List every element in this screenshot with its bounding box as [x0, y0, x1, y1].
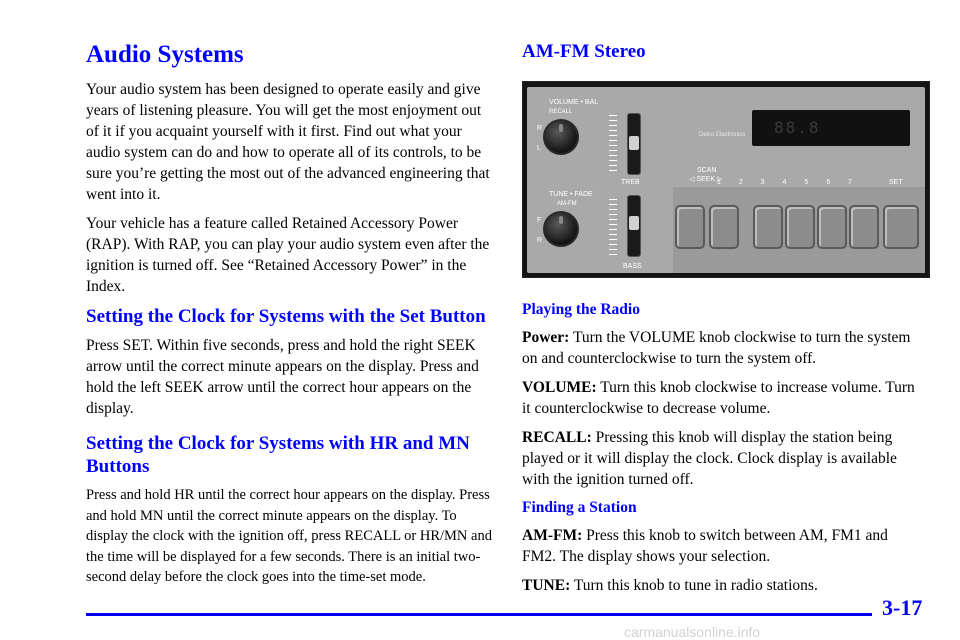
paragraph-tune: TUNE: Turn this knob to tune in radio st…	[522, 577, 818, 594]
radio-photo: VOLUME • BAL RECALL R L TREB TUNE • FADE…	[522, 81, 930, 278]
treble-scale	[609, 115, 617, 175]
section-title-am-fm-stereo: AM-FM Stereo	[522, 41, 646, 62]
balance-left-label: L	[537, 145, 541, 152]
term-power: Power:	[522, 329, 570, 346]
fade-front-label: F	[537, 217, 542, 224]
term-tune: TUNE:	[522, 577, 571, 594]
paragraph-volume: VOLUME: Turn this knob clockwise to incr…	[522, 379, 915, 417]
term-recall: RECALL:	[522, 429, 592, 446]
amfm-label: AM-FM	[557, 201, 577, 207]
term-volume: VOLUME:	[522, 379, 597, 396]
term-amfm: AM-FM:	[522, 527, 583, 544]
intro-paragraph-1: Your audio system has been designed to o…	[86, 81, 490, 203]
subsection-title-playing-radio: Playing the Radio	[522, 301, 640, 318]
seek-right-button	[709, 205, 739, 249]
radio-faceplate: VOLUME • BAL RECALL R L TREB TUNE • FADE…	[527, 87, 925, 273]
preset-button-2	[785, 205, 815, 249]
treble-label: TREB	[621, 179, 640, 186]
bass-slider	[627, 195, 641, 257]
intro-paragraph-2: Your vehicle has a feature called Retain…	[86, 215, 490, 295]
preset-button-1	[753, 205, 783, 249]
preset-button-4	[849, 205, 879, 249]
volume-bal-label: VOLUME • BAL	[549, 99, 599, 106]
paragraph-power: Power: Turn the VOLUME knob clockwise to…	[522, 329, 911, 367]
tune-knob	[543, 211, 579, 247]
balance-right-label: R	[537, 125, 543, 132]
scan-label: SCAN	[697, 167, 717, 174]
section-body-set-button: Press SET. Within five seconds, press an…	[86, 337, 479, 417]
seek-label: ◁ SEEK ▷	[689, 176, 723, 183]
preset-button-3	[817, 205, 847, 249]
footer-rule	[86, 613, 872, 616]
set-label: SET	[889, 179, 903, 186]
radio-display: 88.8	[752, 110, 910, 146]
bass-scale	[609, 199, 617, 259]
subsection-title-finding-station: Finding a Station	[522, 499, 637, 516]
preset-numbers: 1 2 3 4 5 6 7	[717, 179, 852, 186]
fade-rear-label: R	[537, 237, 543, 244]
section-title-hr-mn: Setting the Clock for Systems with HR an…	[86, 433, 470, 477]
brand-label: Delco Electronics	[699, 132, 746, 138]
tune-fade-label: TUNE • FADE	[549, 191, 593, 198]
display-readout: 88.8	[774, 118, 821, 137]
watermark: carmanualsonline.info	[624, 624, 761, 640]
paragraph-amfm: AM-FM: Press this knob to switch between…	[522, 527, 888, 565]
page-number: 3-17	[882, 595, 923, 620]
treble-slider	[627, 113, 641, 175]
section-body-hr-mn: Press and hold HR until the correct hour…	[86, 487, 492, 585]
seek-left-button	[675, 205, 705, 249]
recall-label: RECALL	[549, 109, 573, 115]
paragraph-recall: RECALL: Pressing this knob will display …	[522, 429, 897, 488]
page-title: Audio Systems	[86, 41, 244, 68]
volume-knob	[543, 119, 579, 155]
right-column: AM-FM Stereo VOLUME • BAL RECALL R L TRE…	[522, 40, 930, 604]
bass-label: BASS	[623, 263, 642, 270]
left-column: Audio Systems Your audio system has been…	[86, 40, 492, 596]
section-title-set-button: Setting the Clock for Systems with the S…	[86, 306, 486, 327]
set-button	[883, 205, 919, 249]
